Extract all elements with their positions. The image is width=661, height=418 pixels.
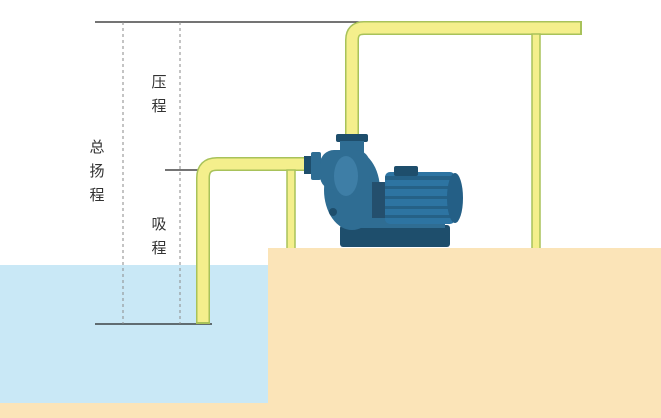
pump-assembly xyxy=(304,134,463,247)
total-head-label: 总扬程 xyxy=(89,138,105,204)
support-leg-right xyxy=(531,33,541,251)
ground-strip xyxy=(0,403,270,418)
support-leg-left xyxy=(286,169,296,251)
discharge-head-label: 压程 xyxy=(151,73,167,115)
suction-pipe xyxy=(196,157,306,324)
water-reservoir xyxy=(0,265,270,405)
ground-foundation xyxy=(268,248,661,418)
discharge-pipe xyxy=(345,21,582,135)
suction-head-label: 吸程 xyxy=(151,215,167,257)
